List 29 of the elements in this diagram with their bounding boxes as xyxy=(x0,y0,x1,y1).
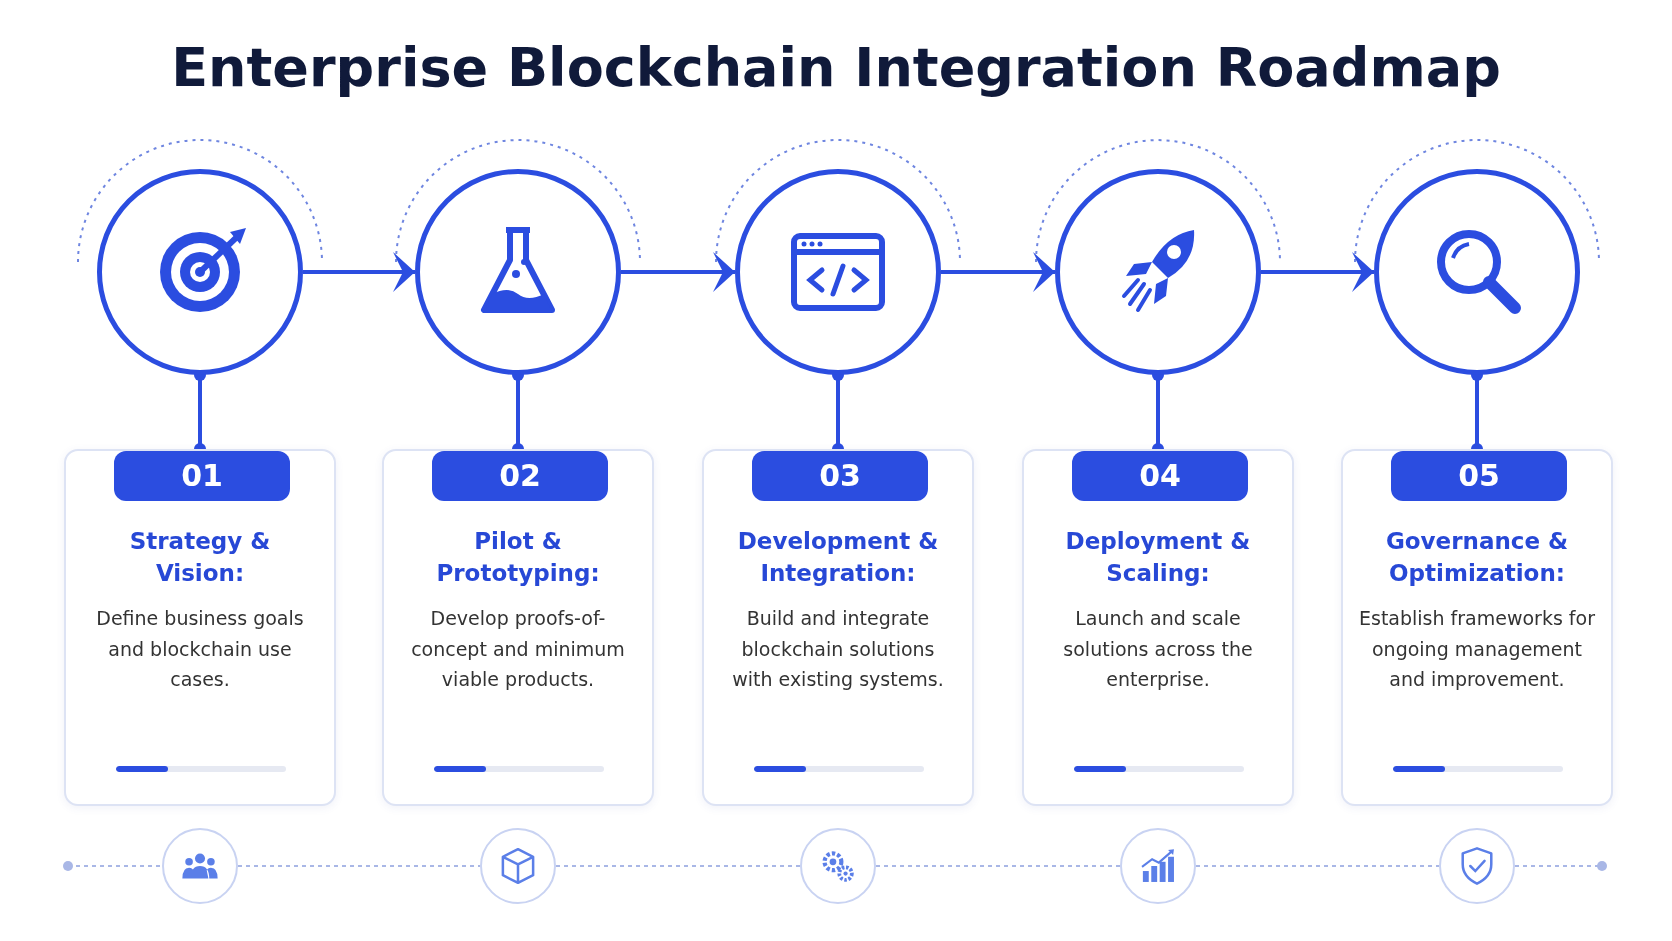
step-number-badge: 01 xyxy=(114,451,290,501)
connector-line xyxy=(237,865,481,867)
step-card xyxy=(1022,449,1294,806)
step-description: Establish frameworks for ongoing management and improvement. xyxy=(1359,606,1595,693)
step-number-badge: 04 xyxy=(1072,451,1248,501)
step-number-badge: 02 xyxy=(432,451,608,501)
step-card xyxy=(702,449,974,806)
step-card xyxy=(64,449,336,806)
arrow xyxy=(941,252,1055,292)
step-description: Launch and scale solutions across the enterprise. xyxy=(1062,606,1254,693)
step-heading: Development & Integration: xyxy=(736,527,940,589)
step-heading: Deployment & Scaling: xyxy=(1064,527,1252,589)
step-card xyxy=(382,449,654,806)
step-description: Build and integrate blockchain solutions with existing systems. xyxy=(731,606,945,693)
arrow xyxy=(303,252,415,292)
step-description: Develop proofs-of-concept and minimum viable products. xyxy=(410,606,626,693)
step-heading: Governance & Optimization: xyxy=(1384,527,1570,589)
arrow xyxy=(1261,252,1374,292)
step-description: Define business goals and blockchain use cases. xyxy=(95,606,305,693)
step-card xyxy=(1341,449,1613,806)
step-number-badge: 05 xyxy=(1391,451,1567,501)
step-heading: Strategy & Vision: xyxy=(128,527,272,589)
connector-line xyxy=(1195,865,1440,867)
connector-line xyxy=(555,865,801,867)
connector-line xyxy=(875,865,1121,867)
title: Enterprise Blockchain Integration Roadmap xyxy=(170,36,1502,99)
arrow xyxy=(621,252,735,292)
step-heading: Pilot & Prototyping: xyxy=(435,527,601,589)
step-number-badge: 03 xyxy=(752,451,928,501)
